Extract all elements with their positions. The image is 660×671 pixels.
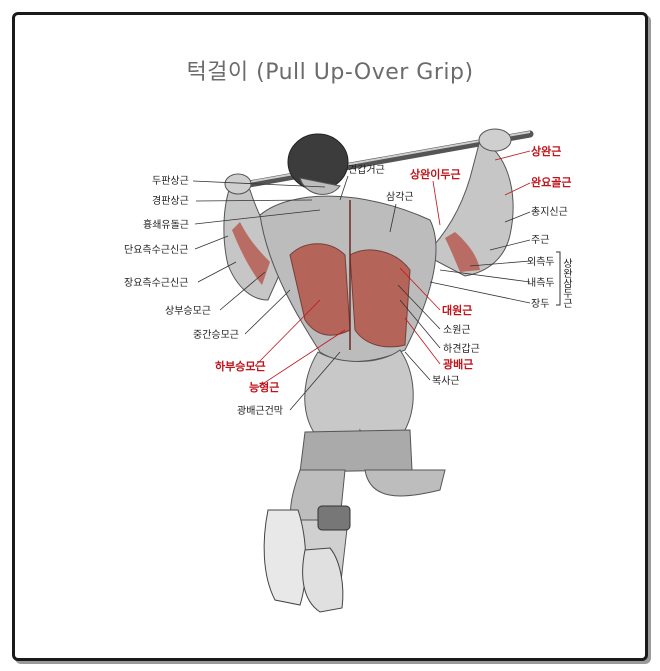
page-title: 턱걸이 (Pull Up-Over Grip) bbox=[186, 60, 474, 85]
label-brachialis: 상완근 bbox=[531, 144, 561, 158]
label-deltoid: 삼각근 bbox=[386, 191, 414, 203]
label-sternocleidomastoid: 흉쇄유돌근 bbox=[143, 218, 189, 231]
label-levator-scapulae: 견갑거근 bbox=[348, 164, 385, 176]
label-splenius-cervicis: 경판상근 bbox=[152, 194, 189, 207]
label-middle-trapezius: 중간승모근 bbox=[193, 329, 239, 341]
label-ecrb: 단요측수근신근 bbox=[124, 244, 188, 256]
label-ecrl: 장요측수근신근 bbox=[124, 277, 188, 289]
label-lateral-head: 외측두 bbox=[527, 256, 555, 268]
label-anconeus: 주근 bbox=[531, 235, 549, 246]
label-upper-trapezius: 상부승모근 bbox=[165, 305, 211, 317]
label-medial-head: 내측두 bbox=[527, 277, 555, 289]
label-rhomboid: 능형근 bbox=[249, 380, 279, 394]
label-biceps: 상완이두근 bbox=[410, 167, 461, 181]
label-triceps-group: 상완삼두근 bbox=[561, 258, 573, 308]
label-infraspinatus: 하견갑근 bbox=[443, 342, 480, 355]
label-lower-trapezius: 하부승모근 bbox=[215, 359, 266, 373]
label-oblique: 복사근 bbox=[432, 375, 460, 387]
label-extensor-digitorum: 총지신근 bbox=[531, 206, 568, 218]
label-latissimus: 광배근 bbox=[443, 357, 473, 371]
label-long-head: 장두 bbox=[531, 298, 549, 310]
leader-lines bbox=[192, 150, 531, 411]
label-splenius-capitis: 두판상근 bbox=[152, 175, 189, 187]
triceps-bracket bbox=[556, 251, 561, 306]
body-illustration bbox=[223, 128, 514, 613]
label-brachioradialis: 완요골근 bbox=[531, 176, 571, 189]
label-teres-major: 대원근 bbox=[442, 303, 472, 317]
label-lat-aponeurosis: 광배근건막 bbox=[237, 405, 283, 417]
label-teres-minor: 소원근 bbox=[443, 324, 471, 336]
